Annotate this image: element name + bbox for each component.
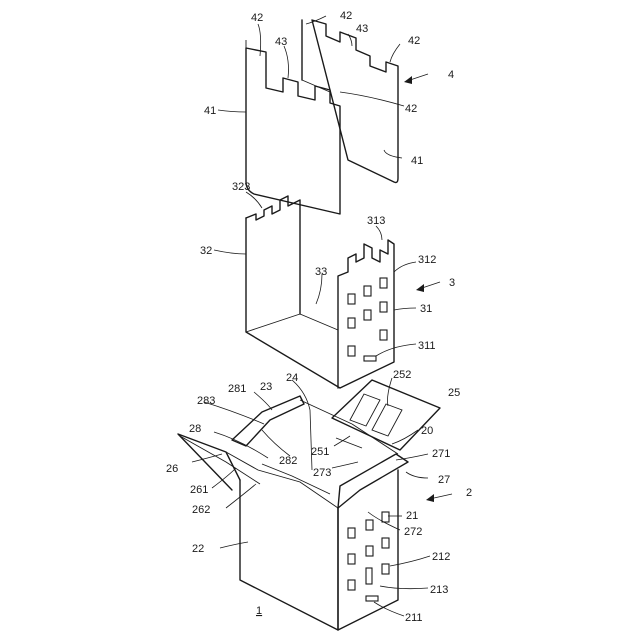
label-3: 3 [449, 277, 455, 289]
label-273: 273 [313, 467, 331, 479]
panel-41-right [302, 20, 398, 183]
panel-25 [332, 380, 440, 450]
label-261: 261 [190, 484, 208, 496]
label-262: 262 [192, 504, 210, 516]
label-211: 211 [405, 612, 423, 624]
label-212: 212 [432, 551, 450, 563]
panel-41-left [246, 40, 340, 214]
label-313: 313 [367, 215, 385, 227]
label-282: 282 [279, 455, 297, 467]
label-42-b: 42 [340, 10, 352, 22]
label-272: 272 [404, 526, 422, 538]
label-43-b: 43 [356, 23, 368, 35]
label-42-d: 42 [405, 103, 417, 115]
label-32: 32 [200, 245, 212, 257]
label-213: 213 [430, 584, 448, 596]
label-23: 23 [260, 381, 272, 393]
label-281: 281 [228, 383, 246, 395]
label-43-a: 43 [275, 36, 287, 48]
label-21: 21 [406, 510, 418, 522]
label-22: 22 [192, 543, 204, 555]
label-311: 311 [418, 340, 436, 352]
label-271: 271 [432, 448, 450, 460]
label-41-b: 41 [411, 155, 423, 167]
label-20: 20 [421, 425, 433, 437]
label-2: 2 [466, 487, 472, 499]
label-31: 31 [420, 303, 432, 315]
label-25: 25 [448, 387, 460, 399]
label-24: 24 [286, 372, 298, 384]
label-28: 28 [189, 423, 201, 435]
label-312: 312 [418, 254, 436, 266]
label-251: 251 [311, 446, 329, 458]
label-283: 283 [197, 395, 215, 407]
label-26: 26 [166, 463, 178, 475]
label-252: 252 [393, 369, 411, 381]
outer-box-2 [178, 396, 408, 630]
label-41-a: 41 [204, 105, 216, 117]
reference-labels: 42 43 42 43 42 4 42 41 41 323 32 313 312… [166, 10, 472, 624]
label-33: 33 [315, 266, 327, 278]
label-42-a: 42 [251, 12, 263, 24]
label-27: 27 [438, 474, 450, 486]
label-323: 323 [232, 181, 250, 193]
label-42-c: 42 [408, 35, 420, 47]
label-1: 1 [256, 605, 262, 617]
label-4: 4 [448, 69, 454, 81]
